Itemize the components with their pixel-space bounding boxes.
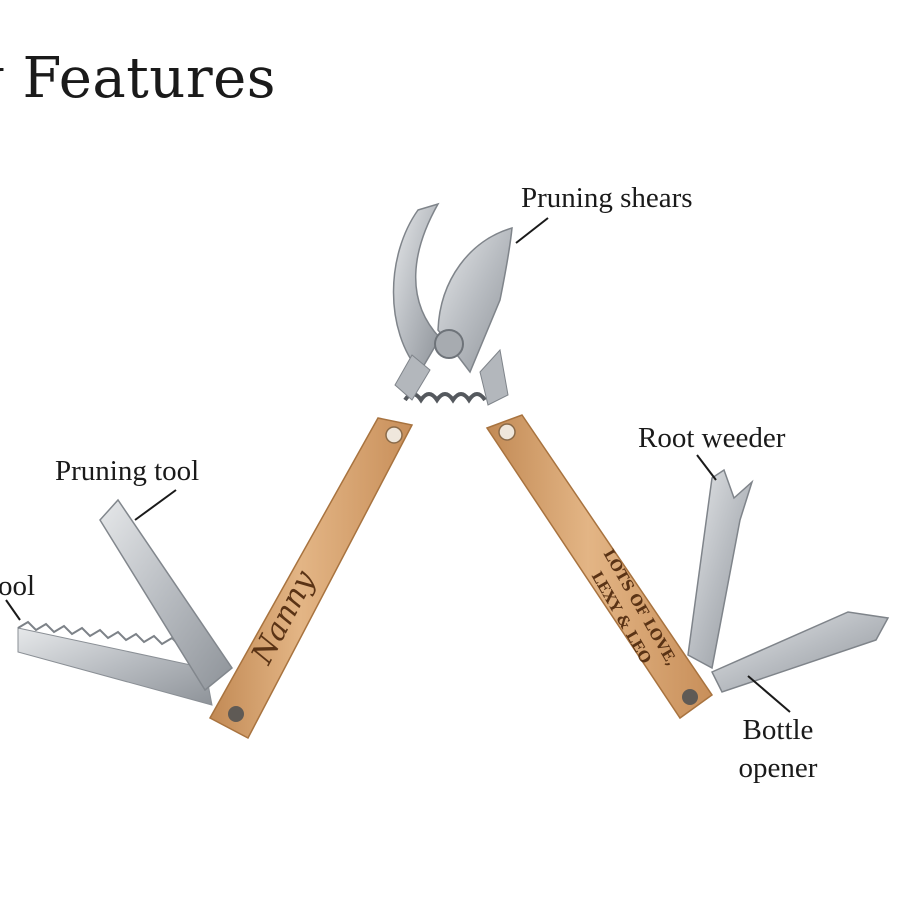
- label-root-weeder: Root weeder: [638, 422, 786, 454]
- label-pruning-tool: Pruning tool: [55, 455, 200, 487]
- label-bottle-opener-line1: Bottle: [742, 714, 814, 746]
- root-weeder-blade: [687, 468, 754, 670]
- bottle-opener-blade: [710, 611, 890, 693]
- label-saw-tool: ool: [0, 570, 36, 602]
- pruning-shears-blades: [392, 202, 513, 406]
- left-wooden-handle: [208, 417, 414, 740]
- right-wooden-handle: [485, 414, 714, 720]
- label-leader-lines: [5, 217, 791, 713]
- label-bottle-opener-line2: opener: [738, 751, 818, 784]
- label-pruning-shears: Pruning shears: [521, 182, 693, 214]
- pruning-tool-blade: [99, 498, 234, 692]
- page-title: y Features: [0, 46, 276, 111]
- label-bottle-opener: Bottle opener: [728, 712, 828, 787]
